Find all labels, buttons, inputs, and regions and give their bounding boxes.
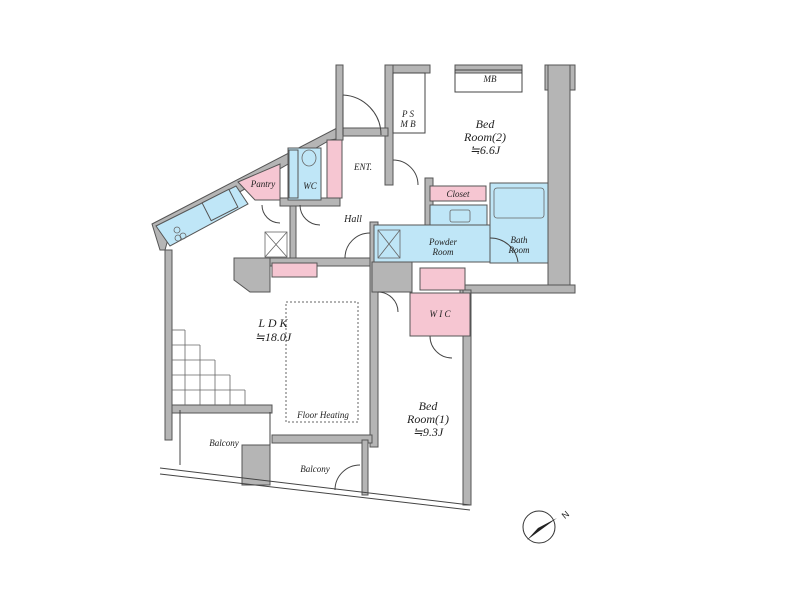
closet xyxy=(429,185,487,202)
compass-north-label: N xyxy=(560,509,571,521)
stove-burners-icon xyxy=(173,226,187,242)
room-label-ps-mb: M B xyxy=(399,119,416,129)
room-label-pantry: Pantry xyxy=(250,179,276,189)
washbasin xyxy=(449,209,471,223)
room-label-bed1-room: Room(1) xyxy=(406,412,449,426)
room-size-ldk: ≒18.0J xyxy=(255,330,292,344)
room-label-bed1: Bed xyxy=(419,399,439,413)
pantry xyxy=(237,163,281,201)
floor-heating-area xyxy=(285,301,359,423)
room-label-closet: Closet xyxy=(446,189,470,199)
room-label-bed2: Bed xyxy=(476,117,496,131)
doors xyxy=(261,94,519,491)
room-label-balcony-left: Balcony xyxy=(209,438,239,448)
pipe-space xyxy=(392,72,426,134)
bath-room xyxy=(489,182,549,264)
room-label-entrance: ENT. xyxy=(353,162,372,172)
balcony-edges xyxy=(159,410,471,511)
compass-icon: N xyxy=(522,509,571,544)
room-label-mb: MB xyxy=(483,74,497,84)
room-label-wc: WC xyxy=(303,181,317,191)
washer-space-icon xyxy=(377,229,401,259)
room-label-ldk: L D K xyxy=(257,316,288,330)
shaft-icon xyxy=(264,231,288,258)
room-label-ps: P S xyxy=(401,109,415,119)
room-label-bed2-room: Room(2) xyxy=(463,130,506,144)
entry-closet xyxy=(326,139,343,199)
shelf xyxy=(419,267,466,291)
room-label-powder: Powder xyxy=(428,237,457,247)
wic xyxy=(409,292,471,337)
room-label-bath-room: Room xyxy=(508,245,530,255)
floor-tiles xyxy=(172,329,246,405)
room-label-hall: Hall xyxy=(343,214,362,225)
room-size-bed1: ≒9.3J xyxy=(413,425,444,439)
room-label-powder-room: Room xyxy=(432,247,454,257)
bathtub xyxy=(493,187,545,219)
room-label-wic: W I C xyxy=(430,309,452,319)
powder-room xyxy=(373,224,491,263)
shelf xyxy=(271,262,318,278)
wc-counter xyxy=(288,149,299,199)
kitchen-sink xyxy=(201,188,239,222)
room-label-balcony-right: Balcony xyxy=(300,464,330,474)
toilet-icon xyxy=(301,149,317,167)
room-size-bed2: ≒6.6J xyxy=(470,143,501,157)
meter-box xyxy=(454,69,523,93)
room-label-bath: Bath xyxy=(511,235,528,245)
label-floor-heating: Floor Heating xyxy=(296,410,349,420)
